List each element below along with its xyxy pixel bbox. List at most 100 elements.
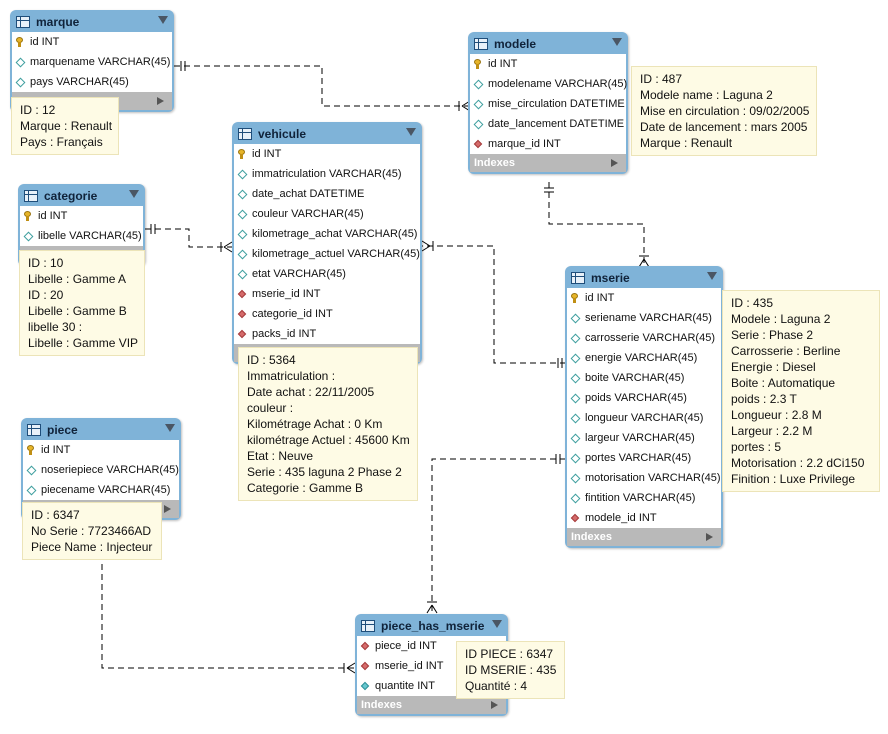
table-header[interactable]: modele [470,34,626,54]
expand-arrow-icon[interactable] [706,533,713,541]
column-label: marque_id INT [488,138,561,150]
note-line: Quantité : 4 [465,679,528,693]
column-icon [15,77,25,87]
column-row[interactable]: carrosserie VARCHAR(45) [567,328,721,348]
note-line: Serie : Phase 2 [731,328,814,342]
expand-arrow-icon[interactable] [157,97,164,105]
column-row[interactable]: id INT [23,440,179,460]
note-line: Immatriculation : [247,369,336,383]
table-title: vehicule [258,127,307,141]
note-line: Pays : Français [20,135,103,149]
note-line: Serie : 435 laguna 2 Phase 2 [247,465,402,479]
column-row[interactable]: packs_id INT [234,324,420,344]
column-row[interactable]: marquename VARCHAR(45) [12,52,172,72]
column-row[interactable]: id INT [234,144,420,164]
column-row[interactable]: etat VARCHAR(45) [234,264,420,284]
table-title: mserie [591,271,630,285]
table-header[interactable]: marque [12,12,172,32]
column-row[interactable]: marque_id INT [470,134,626,154]
column-row[interactable]: piece_id INT [357,636,506,656]
note-line: ID PIECE : 6347 [465,647,554,661]
relationship-mserie-piecehasmserie [426,454,566,614]
note-line: ID : 6347 [31,508,80,522]
column-row[interactable]: motorisation VARCHAR(45) [567,468,721,488]
column-row[interactable]: quantite INT [357,676,506,696]
table-header[interactable]: piece_has_mserie [357,616,506,636]
column-row[interactable]: id INT [12,32,172,52]
column-label: id INT [30,36,60,48]
column-row[interactable]: date_achat DATETIME [234,184,420,204]
primary-key-icon [473,59,483,69]
note-line: ID : 487 [640,72,683,86]
collapse-toggle-icon[interactable] [707,272,717,280]
column-label: date_achat DATETIME [252,188,365,200]
column-icon [570,473,580,483]
column-row[interactable]: energie VARCHAR(45) [567,348,721,368]
column-label: id INT [41,444,71,456]
column-row[interactable]: fintition VARCHAR(45) [567,488,721,508]
expand-arrow-icon[interactable] [611,159,618,167]
column-row[interactable]: boite VARCHAR(45) [567,368,721,388]
column-row[interactable]: libelle VARCHAR(45) [20,226,143,246]
primary-key-icon [237,149,247,159]
column-row[interactable]: id INT [567,288,721,308]
column-icon [570,453,580,463]
indexes-section[interactable]: Indexes [567,528,721,546]
column-row[interactable]: noseriepiece VARCHAR(45) [23,460,179,480]
column-row[interactable]: piecename VARCHAR(45) [23,480,179,500]
column-label: etat VARCHAR(45) [252,268,346,280]
column-label: motorisation VARCHAR(45) [585,472,721,484]
column-row[interactable]: kilometrage_actuel VARCHAR(45) [234,244,420,264]
column-label: mserie_id INT [375,660,444,672]
note-line: ID MSERIE : 435 [465,663,557,677]
column-row[interactable]: modele_id INT [567,508,721,528]
column-row[interactable]: kilometrage_achat VARCHAR(45) [234,224,420,244]
expand-arrow-icon[interactable] [164,505,171,513]
indexes-section[interactable]: Indexes [470,154,626,172]
column-row[interactable]: id INT [470,54,626,74]
collapse-toggle-icon[interactable] [406,128,416,136]
column-row[interactable]: categorie_id INT [234,304,420,324]
note-line: Piece Name : Injecteur [31,540,153,554]
table-header[interactable]: mserie [567,268,721,288]
collapse-toggle-icon[interactable] [158,16,168,24]
note-line: portes : 5 [731,440,782,454]
column-row[interactable]: mise_circulation DATETIME [470,94,626,114]
column-row[interactable]: mserie_id INT [234,284,420,304]
column-row[interactable]: seriename VARCHAR(45) [567,308,721,328]
column-row[interactable]: modelename VARCHAR(45) [470,74,627,94]
column-row[interactable]: id INT [20,206,143,226]
note-line: poids : 2.3 T [731,392,797,406]
table-marque[interactable]: marque id INT marquename VARCHAR(45)pays V… [10,10,174,112]
primary-key-icon [26,445,36,455]
table-header[interactable]: categorie [20,186,143,206]
collapse-toggle-icon[interactable] [492,620,502,628]
collapse-toggle-icon[interactable] [165,424,175,432]
indexes-section[interactable]: Indexes [357,696,506,714]
column-row[interactable]: immatriculation VARCHAR(45) [234,164,420,184]
column-row[interactable]: portes VARCHAR(45) [567,448,721,468]
expand-arrow-icon[interactable] [491,701,498,709]
column-icon [473,99,483,109]
column-row[interactable]: largeur VARCHAR(45) [567,428,721,448]
table-header[interactable]: piece [23,420,179,440]
collapse-toggle-icon[interactable] [129,190,139,198]
column-row[interactable]: date_lancement DATETIME [470,114,626,134]
column-icon [237,229,247,239]
table-header[interactable]: vehicule [234,124,420,144]
collapse-toggle-icon[interactable] [612,38,622,46]
table-title: piece_has_mserie [381,619,485,633]
column-row[interactable]: pays VARCHAR(45) [12,72,172,92]
column-label: fintition VARCHAR(45) [585,492,696,504]
column-row[interactable]: mserie_id INT [357,656,506,676]
column-row[interactable]: couleur VARCHAR(45) [234,204,420,224]
column-row[interactable]: poids VARCHAR(45) [567,388,721,408]
column-row[interactable]: longueur VARCHAR(45) [567,408,721,428]
